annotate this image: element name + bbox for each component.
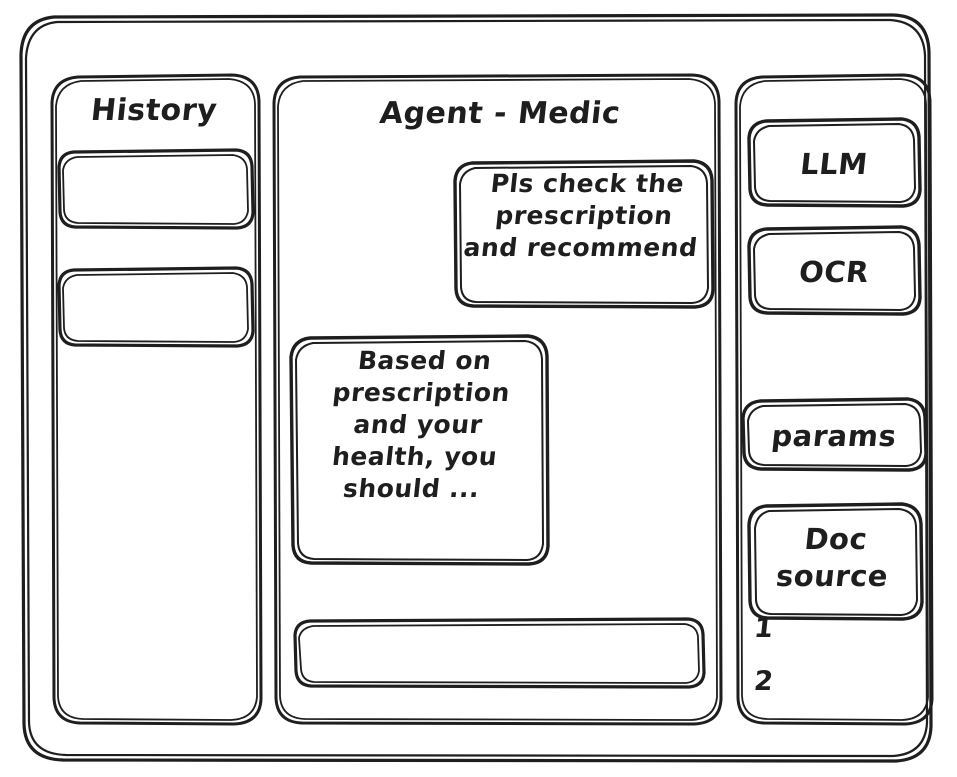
params-card[interactable] — [743, 399, 926, 470]
doc-source-card[interactable] — [749, 504, 922, 619]
ocr-card[interactable] — [749, 227, 920, 314]
doc-source-list-item-2[interactable]: 2 — [752, 666, 776, 697]
page-title: Agent - Medic — [378, 96, 623, 131]
assistant-message-bubble[interactable] — [291, 336, 548, 564]
history-panel-title: History — [89, 93, 219, 128]
history-item-2[interactable] — [59, 268, 253, 346]
history-item-1[interactable] — [59, 150, 253, 228]
llm-card[interactable] — [749, 119, 920, 206]
user-message-bubble[interactable] — [455, 161, 713, 308]
message-input[interactable] — [295, 619, 704, 687]
doc-source-list-item-1[interactable]: 1 — [752, 613, 776, 644]
